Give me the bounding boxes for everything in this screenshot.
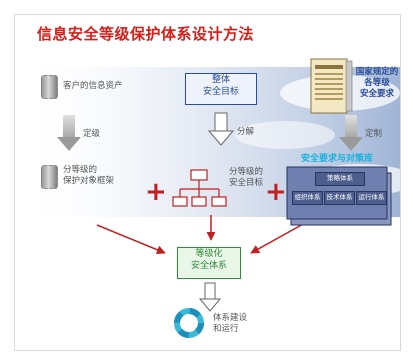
arrow-framework-to-system bbox=[96, 224, 166, 255]
technical-system-box: 技术体系 bbox=[324, 191, 355, 205]
overall-goal-box: 整体 安全目标 bbox=[185, 73, 257, 105]
standardized-system-line1: 等级化 bbox=[195, 249, 223, 259]
graded-framework-line2: 保护对象框架 bbox=[63, 176, 115, 186]
decompose-label: 分解 bbox=[237, 127, 255, 137]
graded-framework-line1: 分等级的 bbox=[63, 165, 98, 175]
standard-book-icon bbox=[310, 58, 353, 114]
strategy-system-box: 策略体系 bbox=[315, 172, 365, 186]
down-arrow-center bbox=[207, 112, 235, 146]
graded-goals-line1: 分等级的 bbox=[229, 167, 264, 177]
operation-system-box: 运行体系 bbox=[356, 191, 387, 205]
standardized-system-line2: 安全体系 bbox=[190, 261, 227, 271]
down-arrow-bottom bbox=[198, 282, 222, 312]
standardized-system-box: 等级化 安全体系 bbox=[177, 247, 241, 279]
national-req-line3: 安全要求 bbox=[359, 89, 394, 99]
build-run-line1: 体系建设 bbox=[213, 313, 248, 323]
graded-framework-label: 分等级的 保护对象框架 bbox=[63, 165, 114, 187]
build-run-label: 体系建设 和运行 bbox=[213, 313, 247, 335]
national-req-line1: 国家规定的 bbox=[355, 67, 399, 77]
cloud-3 bbox=[235, 121, 335, 149]
classify-label: 定级 bbox=[83, 129, 101, 139]
national-requirements-label: 国家规定的 各等级 安全要求 bbox=[353, 67, 400, 100]
customer-assets-label: 客户的信息资产 bbox=[63, 81, 123, 91]
down-arrow-left bbox=[57, 115, 81, 151]
customize-label: 定制 bbox=[365, 129, 383, 139]
cycle-icon bbox=[174, 308, 204, 338]
asset-cylinder-icon bbox=[41, 75, 58, 99]
down-arrow-right bbox=[339, 115, 363, 151]
plus-sign-left: + bbox=[145, 177, 167, 207]
diagram-frame: 信息安全等级保护体系设计方法 客户的信息资产 整体 安全目标 国家规定的 各等级… bbox=[14, 14, 401, 351]
graded-goals-label: 分等级的 安全目标 bbox=[229, 167, 263, 189]
plus-sign-right: + bbox=[265, 177, 287, 207]
build-run-line2: 和运行 bbox=[213, 324, 239, 334]
goal-tree-icon bbox=[172, 169, 227, 207]
overall-goal-line2: 安全目标 bbox=[202, 87, 239, 97]
requirements-library-title: 安全要求与对策库 bbox=[301, 154, 374, 164]
overall-goal-line1: 整体 bbox=[211, 75, 230, 85]
graded-goals-line2: 安全目标 bbox=[229, 178, 264, 188]
national-req-line2: 各等级 bbox=[364, 78, 390, 88]
diagram-title: 信息安全等级保护体系设计方法 bbox=[37, 25, 255, 43]
management-system-box: 组织体系 bbox=[292, 191, 323, 205]
framework-cylinder-icon bbox=[41, 165, 58, 189]
arrow-library-to-system bbox=[250, 222, 306, 254]
